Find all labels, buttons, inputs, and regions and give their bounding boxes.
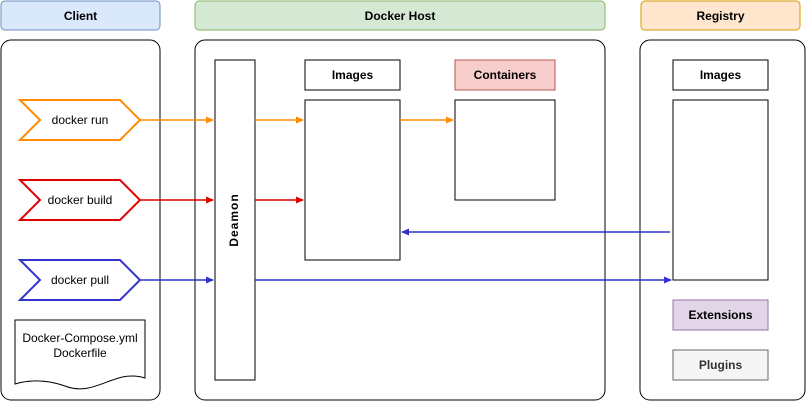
- extensions-box: Extensions: [672, 299, 769, 331]
- client-header-label: Client: [64, 9, 97, 23]
- compose-dockerfile-document: Docker-Compose.yml Dockerfile: [14, 319, 146, 390]
- plugins-box: Plugins: [672, 349, 769, 381]
- docker-pull-command: docker pull: [17, 259, 142, 301]
- containers-header: Containers: [454, 59, 556, 91]
- registry-images-store: [672, 99, 769, 281]
- docker-run-command: docker run: [17, 99, 142, 141]
- registry-header: Registry: [640, 0, 801, 31]
- docker-host-header: Docker Host: [194, 0, 606, 31]
- document-line-2: Dockerfile: [53, 346, 107, 360]
- daemon-label: Deamon: [227, 193, 241, 246]
- host-images-label: Images: [332, 68, 374, 82]
- docker-build-command: docker build: [17, 179, 142, 221]
- docker-run-label: docker run: [52, 113, 109, 127]
- plugins-label: Plugins: [699, 358, 743, 372]
- containers-label: Containers: [474, 68, 537, 82]
- registry-images-header: Images: [672, 59, 769, 91]
- extensions-label: Extensions: [688, 308, 752, 322]
- docker-host-header-label: Docker Host: [365, 9, 436, 23]
- host-images-header: Images: [304, 59, 401, 91]
- client-header: Client: [0, 0, 161, 31]
- docker-pull-label: docker pull: [51, 273, 109, 287]
- registry-images-label: Images: [700, 68, 742, 82]
- daemon-box: Deamon: [214, 59, 256, 381]
- containers-store: [454, 99, 556, 201]
- document-line-1: Docker-Compose.yml: [22, 331, 137, 345]
- docker-build-label: docker build: [48, 193, 113, 207]
- host-images-store: [304, 99, 401, 261]
- registry-header-label: Registry: [696, 9, 744, 23]
